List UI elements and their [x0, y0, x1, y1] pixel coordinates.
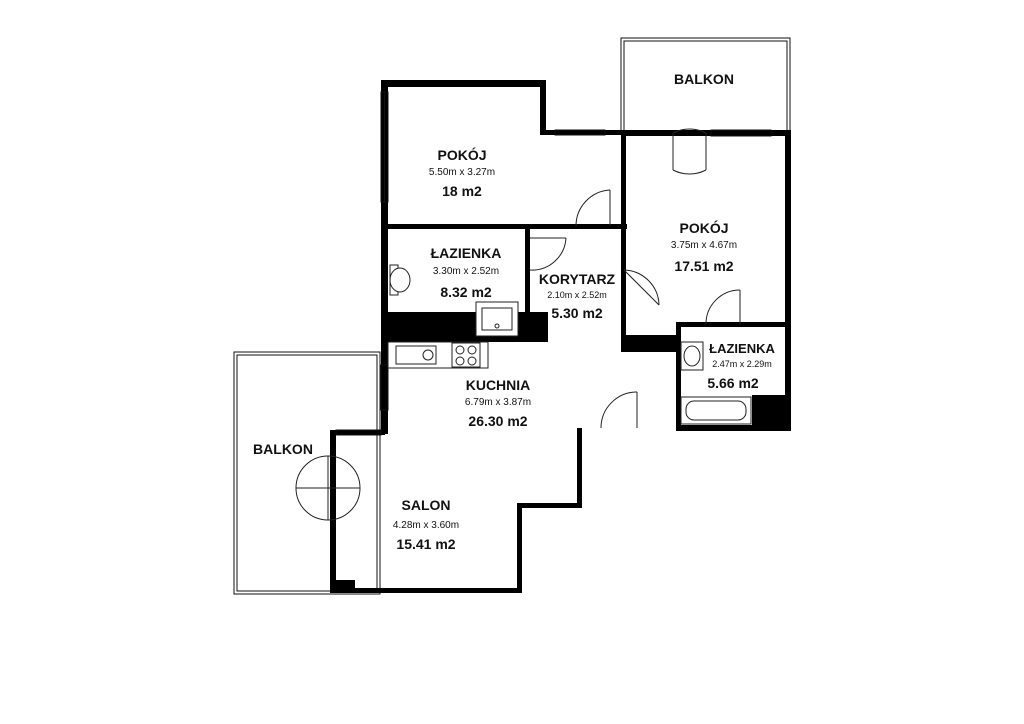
room-name: ŁAZIENKA: [709, 341, 775, 356]
room-pokoj-2: POKÓJ 3.75m x 4.67m 17.51 m2: [671, 219, 737, 274]
room-area: 5.30 m2: [551, 305, 603, 321]
room-name: KUCHNIA: [466, 377, 531, 393]
room-name: POKÓJ: [679, 219, 728, 236]
room-name: POKÓJ: [437, 146, 486, 163]
toilet-icon: [389, 264, 411, 296]
balcony-door-top: [672, 128, 707, 175]
walls: [330, 80, 791, 593]
door-lazienka-2: [705, 289, 741, 326]
room-pokoj-1: POKÓJ 5.50m x 3.27m 18 m2: [429, 146, 495, 199]
room-area: 15.41 m2: [396, 536, 455, 552]
room-area: 18 m2: [442, 183, 482, 199]
doors: [295, 128, 741, 521]
room-dims: 4.28m x 3.60m: [393, 520, 459, 531]
fixtures: [387, 264, 752, 425]
balcony-left: [233, 351, 381, 595]
room-dims: 5.50m x 3.27m: [429, 167, 495, 178]
room-lazienka-1: ŁAZIENKA 3.30m x 2.52m 8.32 m2: [431, 245, 502, 300]
door-pokoj-2: [623, 269, 660, 306]
windows: [335, 91, 772, 436]
room-dims: 6.79m x 3.87m: [465, 397, 531, 408]
room-area: 8.32 m2: [440, 284, 492, 300]
door-kuchnia: [600, 391, 638, 429]
door-pokoj-1: [575, 189, 611, 227]
room-lazienka-2: ŁAZIENKA 2.47m x 2.29m 5.66 m2: [707, 341, 775, 391]
sink-icon: [680, 341, 704, 371]
room-dims: 2.47m x 2.29m: [712, 359, 772, 369]
room-area: 26.30 m2: [468, 413, 527, 429]
balcony-door-left: [295, 455, 361, 521]
room-name: KORYTARZ: [539, 271, 616, 287]
room-name: ŁAZIENKA: [431, 245, 502, 261]
room-dims: 2.10m x 2.52m: [547, 290, 607, 300]
room-korytarz: KORYTARZ 2.10m x 2.52m 5.30 m2: [539, 271, 616, 321]
room-kuchnia: KUCHNIA 6.79m x 3.87m 26.30 m2: [465, 377, 531, 429]
room-name: SALON: [402, 497, 451, 513]
room-name: BALKON: [674, 71, 734, 87]
room-dims: 3.75m x 4.67m: [671, 240, 737, 251]
shower-icon: [475, 301, 519, 337]
bathtub-icon: [680, 396, 752, 425]
room-balkon-top: BALKON: [674, 71, 734, 87]
room-dims: 3.30m x 2.52m: [433, 266, 499, 277]
room-balkon-left: BALKON: [253, 441, 313, 457]
room-area: 17.51 m2: [674, 258, 733, 274]
door-lazienka-1: [529, 237, 567, 271]
kitchen-counter: [387, 341, 489, 369]
room-salon: SALON 4.28m x 3.60m 15.41 m2: [393, 497, 459, 552]
room-area: 5.66 m2: [707, 375, 759, 391]
room-name: BALKON: [253, 441, 313, 457]
